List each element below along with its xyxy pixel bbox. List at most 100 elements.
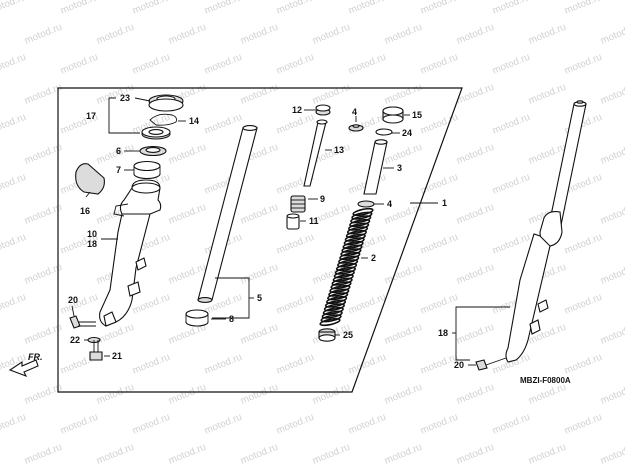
watermark-text: motod.ru	[599, 142, 625, 167]
spring-coil	[327, 292, 349, 301]
callout-25: 25	[343, 330, 353, 340]
spring-coil	[337, 259, 359, 268]
watermark-text: motod.ru	[0, 52, 28, 77]
watermark-text: motod.ru	[311, 82, 352, 107]
watermark-text: motod.ru	[527, 382, 568, 407]
spring-coil	[319, 317, 341, 327]
watermark-text: motod.ru	[599, 262, 625, 287]
spring-seat-part	[348, 124, 364, 132]
callout-8: 8	[229, 314, 234, 324]
watermark-text: motod.ru	[0, 0, 28, 17]
watermark-text: motod.ru	[383, 442, 424, 467]
watermark-text: motod.ru	[563, 412, 604, 437]
watermark-text: motod.ru	[599, 442, 625, 467]
watermark-text: motod.ru	[0, 232, 28, 257]
spring-coil	[352, 207, 374, 217]
watermark-text: motod.ru	[347, 292, 388, 317]
watermark-text: motod.ru	[203, 112, 244, 137]
front-direction-arrow: FR.	[8, 352, 43, 378]
fork-slider-body	[99, 179, 162, 327]
callout-16: 16	[80, 206, 90, 216]
watermark-text: motod.ru	[455, 442, 496, 467]
callout-13: 13	[334, 145, 344, 155]
rebound-spring-part	[290, 195, 306, 213]
watermark-text: motod.ru	[131, 412, 172, 437]
assembly-frame	[57, 87, 463, 393]
watermark-text: motod.ru	[491, 232, 532, 257]
callout-23: 23	[120, 93, 130, 103]
spring-coil	[350, 215, 372, 224]
watermark-text: motod.ru	[491, 0, 532, 17]
callout-22: 22	[70, 335, 80, 345]
spring-coil	[343, 237, 365, 246]
watermark-text: motod.ru	[275, 292, 316, 317]
watermark-text: motod.ru	[455, 322, 496, 347]
spring-coil	[338, 255, 360, 264]
slide-bushing-part	[185, 309, 209, 327]
callout-5: 5	[257, 293, 262, 303]
spring-coil	[344, 233, 366, 242]
spring-coil	[346, 226, 369, 235]
watermark-text: motod.ru	[491, 412, 532, 437]
watermark-text: motod.ru	[419, 172, 460, 197]
diagram-code: MBZI-F0800A	[520, 376, 571, 385]
watermark-text: motod.ru	[599, 82, 625, 107]
watermark-text: motod.ru	[491, 52, 532, 77]
watermark-text: motod.ru	[599, 322, 625, 347]
callout-20-right: 20	[454, 360, 464, 370]
watermark-text: motod.ru	[599, 202, 625, 227]
watermark-text: motod.ru	[167, 382, 208, 407]
watermark-text: motod.ru	[599, 382, 625, 407]
watermark-text: motod.ru	[347, 412, 388, 437]
oil-lock-bottom-part	[318, 328, 336, 342]
spring-coil	[320, 314, 342, 323]
watermark-text: motod.ru	[419, 52, 460, 77]
watermark-text: motod.ru	[419, 232, 460, 257]
watermark-text: motod.ru	[419, 412, 460, 437]
spring-coil	[351, 211, 373, 220]
spring-coil	[324, 299, 347, 308]
watermark-text: motod.ru	[239, 382, 280, 407]
damper-rod-group	[286, 104, 404, 342]
spring-coil	[345, 229, 367, 239]
spring-coil	[335, 262, 358, 272]
spring-coil	[348, 222, 370, 231]
callout-4-lower: 4	[387, 199, 392, 209]
fork-spring-part	[319, 207, 374, 327]
watermark-text: motod.ru	[95, 382, 136, 407]
callout-18-right: 18	[438, 328, 448, 338]
watermark-text: motod.ru	[383, 322, 424, 347]
watermark-text: motod.ru	[0, 112, 28, 137]
spring-coil	[334, 266, 356, 275]
leader-lines	[71, 97, 510, 366]
watermark-text: motod.ru	[0, 172, 28, 197]
watermark-text: motod.ru	[419, 292, 460, 317]
watermark-text: motod.ru	[167, 262, 208, 287]
watermark-text: motod.ru	[239, 22, 280, 47]
watermark-text: motod.ru	[563, 0, 604, 17]
watermark-text: motod.ru	[203, 352, 244, 377]
watermark-text: motod.ru	[563, 292, 604, 317]
spring-coil	[349, 218, 371, 228]
watermark-text: motod.ru	[347, 52, 388, 77]
spring-coil	[341, 244, 363, 253]
spring-coil	[342, 240, 364, 250]
spring-coil	[332, 273, 354, 283]
callout-24: 24	[402, 128, 412, 138]
watermark-text: motod.ru	[275, 0, 316, 17]
spring-coil	[333, 270, 355, 279]
watermark-text: motod.ru	[167, 22, 208, 47]
caliper-mount-upper	[135, 257, 147, 271]
watermark-text: motod.ru	[131, 352, 172, 377]
axle-holder	[103, 311, 117, 327]
callout-20-left: 20	[68, 295, 78, 305]
right-fork-assembly	[475, 100, 587, 371]
slider-top-rim	[131, 182, 161, 194]
fork-protector-part	[75, 163, 105, 195]
spring-coil	[321, 310, 343, 319]
callout-6: 6	[116, 146, 121, 156]
watermark-text: motod.ru	[131, 52, 172, 77]
spring-coil	[330, 281, 352, 290]
watermark-text: motod.ru	[563, 232, 604, 257]
callout-labels: 23 17 14 6 7 16 10 18 20 22 21 12 13 9 1…	[68, 93, 464, 370]
